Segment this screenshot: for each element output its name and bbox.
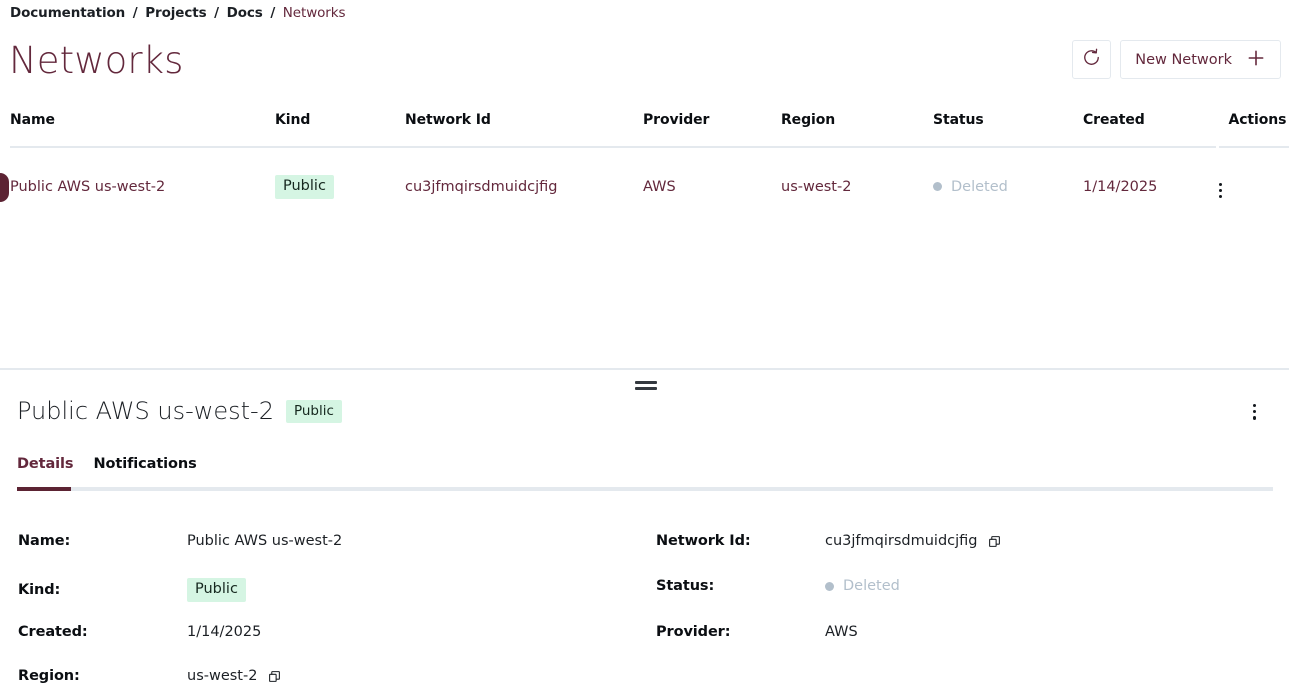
breadcrumb-separator: / bbox=[132, 5, 138, 21]
field-provider: Provider: AWS bbox=[656, 624, 858, 640]
table-header-row: Name Kind Network Id Provider Region Sta… bbox=[10, 112, 1289, 147]
breadcrumb-item-projects[interactable]: Projects bbox=[145, 5, 207, 21]
column-header-created[interactable]: Created bbox=[1083, 112, 1145, 128]
column-header-actions: Actions bbox=[1215, 112, 1289, 147]
column-header-provider[interactable]: Provider bbox=[643, 112, 710, 128]
detail-kind-value-chip: Public bbox=[187, 578, 246, 602]
field-kind: Kind: Public bbox=[18, 578, 246, 602]
panel-splitter bbox=[0, 368, 1289, 370]
field-created-label: Created: bbox=[18, 624, 88, 640]
row-actions-menu-icon[interactable] bbox=[1217, 181, 1224, 201]
page-title: Networks bbox=[9, 39, 184, 82]
breadcrumb-item-networks[interactable]: Networks bbox=[282, 5, 346, 21]
detail-header: Public AWS us-west-2 Public bbox=[17, 396, 342, 426]
detail-title: Public AWS us-west-2 bbox=[17, 397, 274, 425]
tabs-underline bbox=[17, 487, 1273, 491]
field-name: Name: Public AWS us-west-2 bbox=[18, 533, 342, 549]
panel-drag-handle[interactable] bbox=[635, 381, 657, 390]
tab-active-indicator bbox=[17, 487, 71, 491]
cell-kind: Public bbox=[275, 147, 405, 200]
column-header-kind[interactable]: Kind bbox=[275, 112, 311, 128]
field-network-id-label: Network Id: bbox=[656, 533, 751, 549]
cell-network-id: cu3jfmqirsdmuidcjfig bbox=[405, 179, 558, 196]
header-actions: New Network bbox=[1072, 40, 1281, 79]
status-label: Deleted bbox=[951, 178, 1008, 195]
field-created: Created: 1/14/2025 bbox=[18, 624, 261, 640]
breadcrumb-separator: / bbox=[214, 5, 219, 21]
field-status: Status: Deleted bbox=[656, 578, 900, 594]
cell-status: Deleted bbox=[933, 147, 1083, 200]
refresh-button[interactable] bbox=[1072, 40, 1112, 79]
column-header-status[interactable]: Status bbox=[933, 112, 984, 128]
breadcrumb: Documentation / Projects / Docs / Networ… bbox=[10, 5, 346, 21]
kind-chip: Public bbox=[275, 175, 334, 200]
breadcrumb-item-documentation[interactable]: Documentation bbox=[10, 5, 126, 21]
field-network-id-text: cu3jfmqirsdmuidcjfig bbox=[825, 533, 978, 549]
copy-icon[interactable] bbox=[988, 535, 1001, 548]
column-header-region[interactable]: Region bbox=[781, 112, 836, 128]
detail-status-label: Deleted bbox=[843, 578, 900, 594]
field-created-value: 1/14/2025 bbox=[187, 624, 262, 640]
field-network-id-value: cu3jfmqirsdmuidcjfig bbox=[825, 533, 1001, 549]
row-selected-marker bbox=[0, 173, 9, 202]
field-network-id: Network Id: cu3jfmqirsdmuidcjfig bbox=[656, 533, 1001, 549]
field-name-label: Name: bbox=[18, 533, 71, 549]
field-region-text: us-west-2 bbox=[187, 668, 258, 684]
status-dot-icon bbox=[933, 182, 942, 192]
refresh-icon bbox=[1082, 48, 1101, 71]
field-provider-value: AWS bbox=[825, 624, 858, 640]
new-network-button[interactable]: New Network bbox=[1120, 40, 1281, 79]
field-name-value: Public AWS us-west-2 bbox=[187, 533, 343, 549]
column-header-name[interactable]: Name bbox=[10, 112, 55, 128]
breadcrumb-item-docs[interactable]: Docs bbox=[226, 5, 263, 21]
cell-created: 1/14/2025 bbox=[1083, 179, 1158, 196]
cell-name[interactable]: Public AWS us-west-2 bbox=[10, 179, 166, 196]
tab-notifications[interactable]: Notifications bbox=[93, 456, 197, 472]
status-badge: Deleted bbox=[933, 179, 1008, 195]
detail-actions-menu-icon[interactable] bbox=[1251, 402, 1258, 422]
table-row[interactable]: Public AWS us-west-2 Public cu3jfmqirsdm… bbox=[10, 147, 1289, 200]
detail-kind-chip: Public bbox=[285, 399, 342, 423]
detail-tabs: Details Notifications bbox=[17, 456, 197, 482]
detail-status-badge: Deleted bbox=[825, 578, 900, 594]
field-region-label: Region: bbox=[18, 668, 80, 684]
column-header-network-id[interactable]: Network Id bbox=[405, 112, 491, 128]
field-provider-label: Provider: bbox=[656, 624, 731, 640]
copy-icon[interactable] bbox=[268, 670, 281, 683]
cell-region: us-west-2 bbox=[781, 179, 852, 196]
field-region: Region: us-west-2 bbox=[18, 668, 281, 684]
cell-actions bbox=[1217, 147, 1289, 200]
field-status-label: Status: bbox=[656, 578, 715, 594]
field-kind-value: Public bbox=[187, 578, 246, 602]
tab-details[interactable]: Details bbox=[17, 456, 74, 472]
cell-provider: AWS bbox=[643, 179, 676, 196]
field-region-value: us-west-2 bbox=[187, 668, 281, 684]
networks-table: Name Kind Network Id Provider Region Sta… bbox=[0, 112, 1289, 200]
plus-icon bbox=[1246, 48, 1266, 72]
field-status-value: Deleted bbox=[825, 578, 900, 594]
field-kind-label: Kind: bbox=[18, 582, 61, 598]
new-network-label: New Network bbox=[1135, 51, 1232, 68]
breadcrumb-separator: / bbox=[270, 5, 276, 21]
status-dot-icon bbox=[825, 581, 834, 591]
